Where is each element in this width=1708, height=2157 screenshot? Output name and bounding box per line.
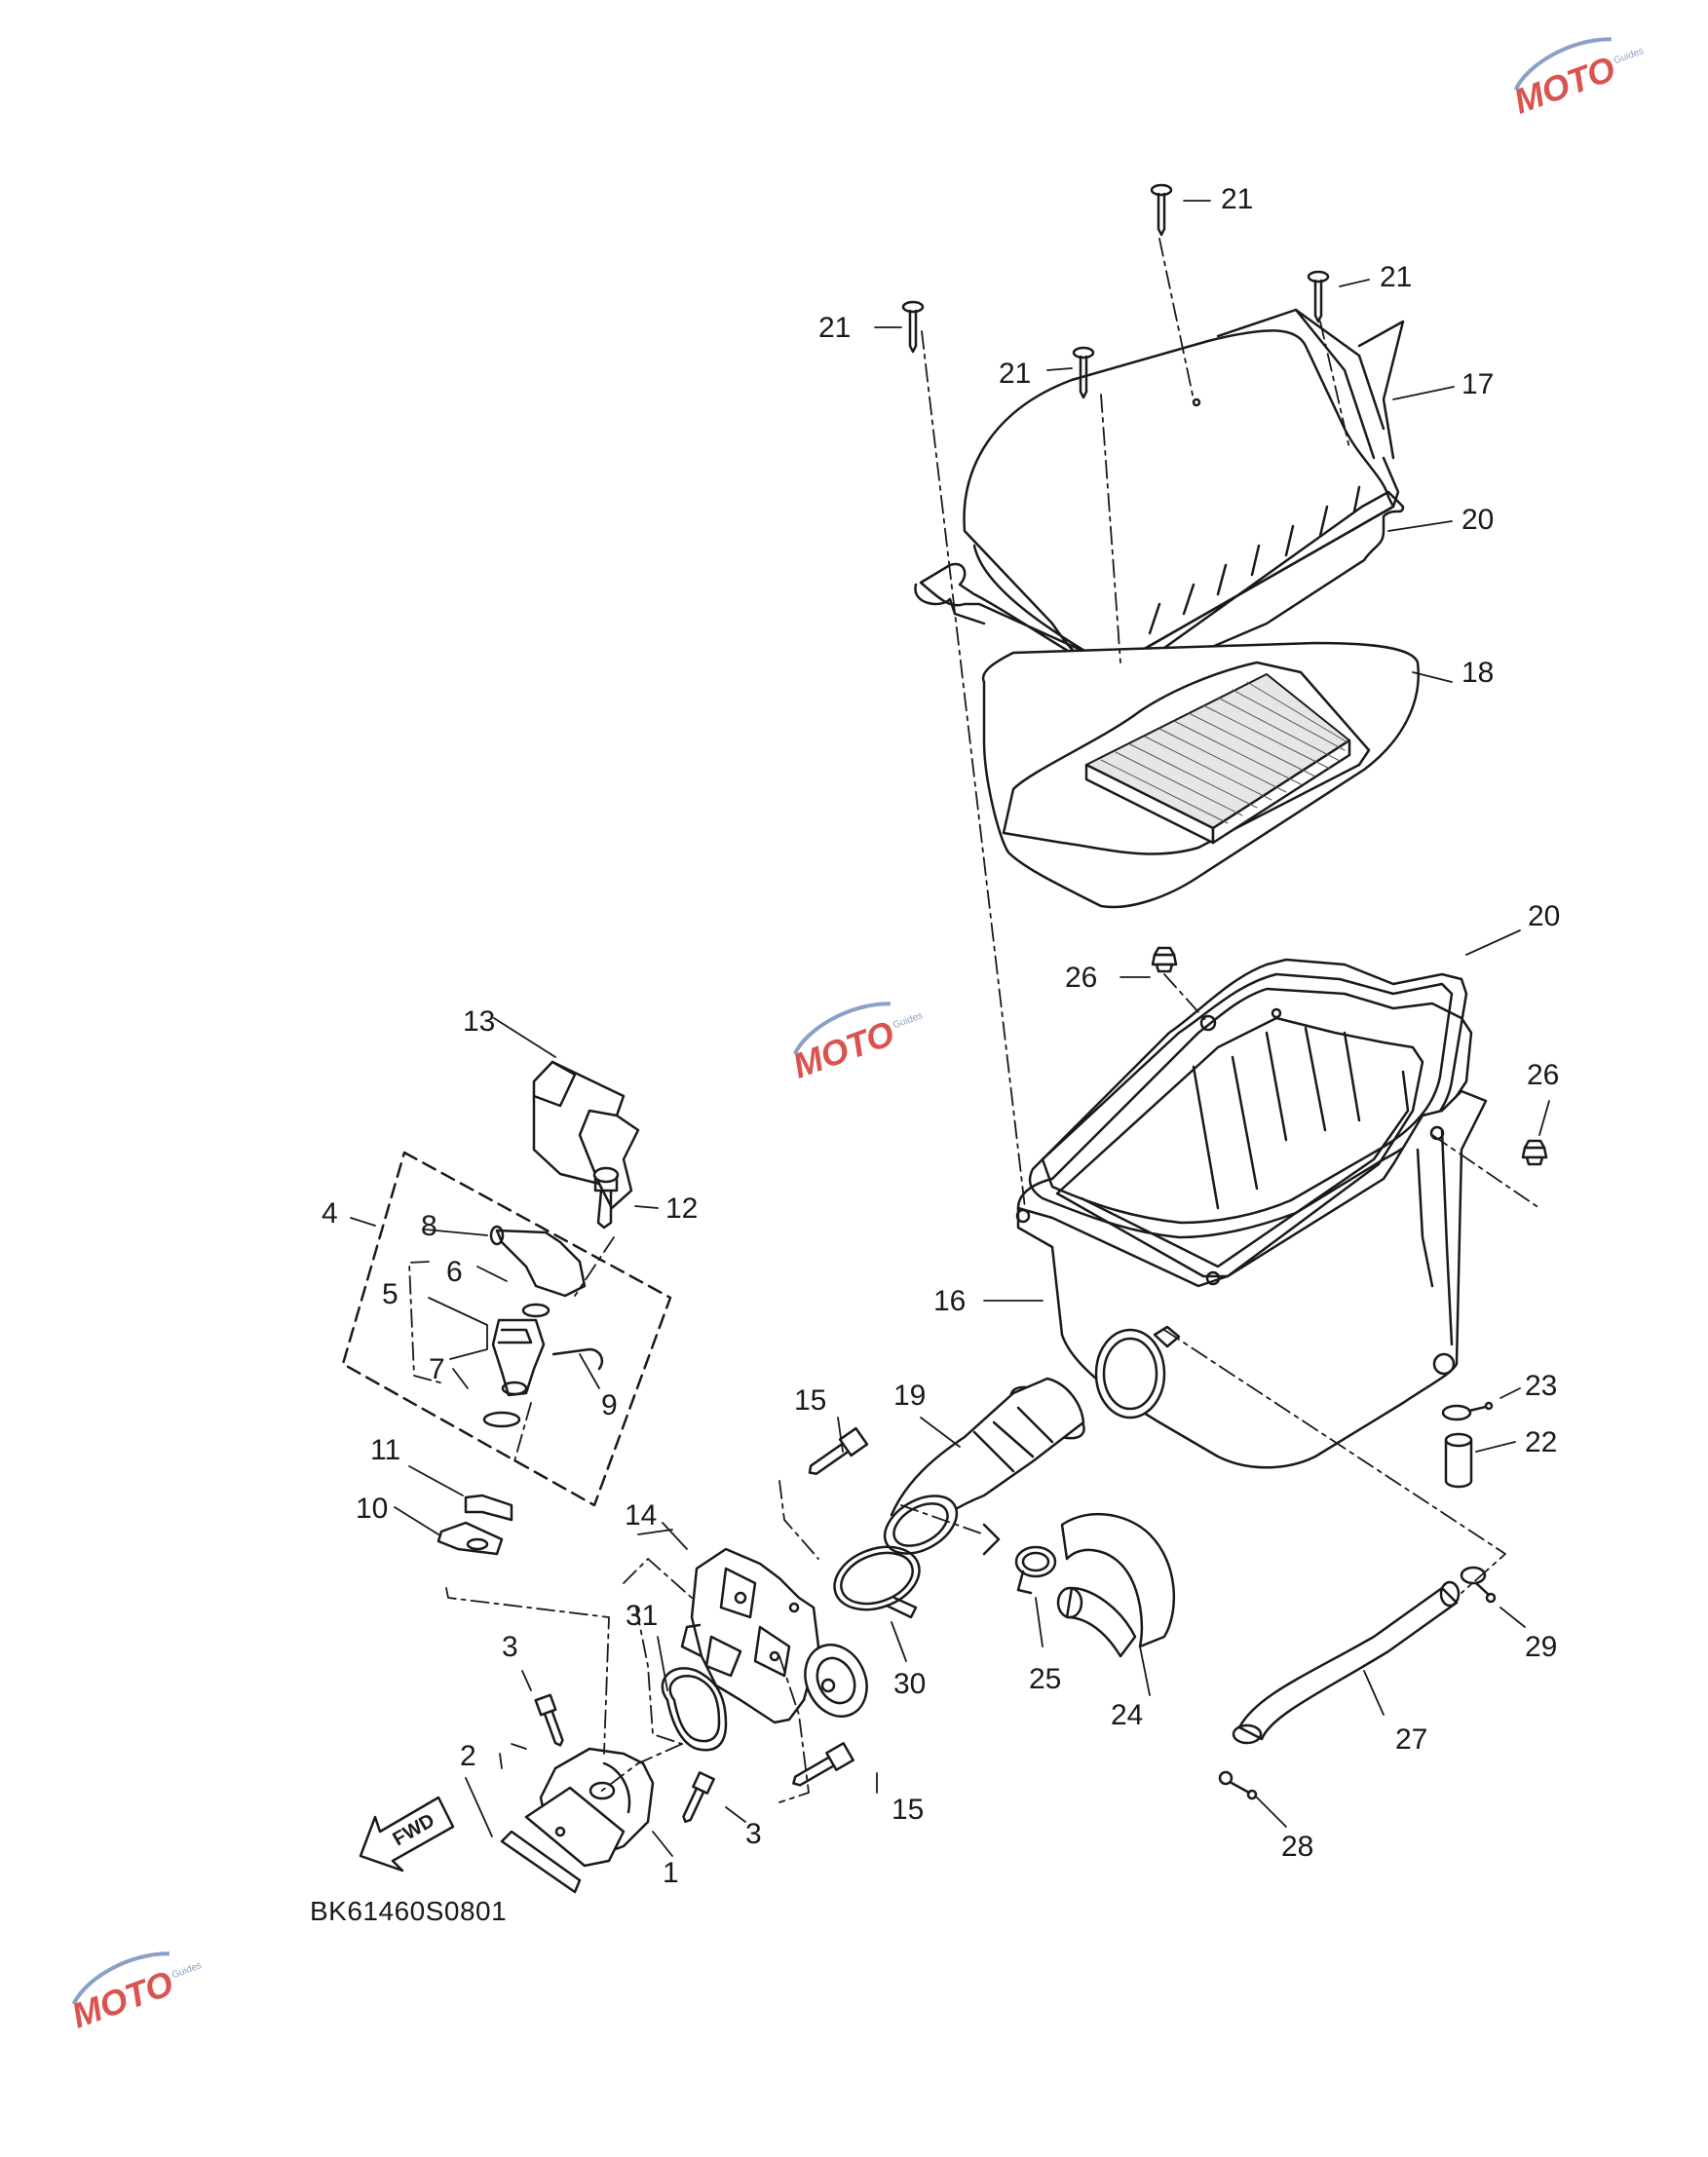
callout-2: 2 (460, 1740, 476, 1772)
part-1-intake-manifold (524, 1747, 655, 1868)
part-20-lower-gasket (1028, 958, 1468, 1239)
svg-text:MOTO: MOTO (66, 1962, 178, 2035)
part-5-injector (491, 1318, 546, 1397)
callout-10: 10 (356, 1493, 388, 1525)
part-7-seal (482, 1411, 521, 1428)
callout-30: 30 (893, 1668, 926, 1700)
part-27-hose (1232, 1580, 1461, 1745)
svg-text:MOTO: MOTO (1508, 48, 1620, 121)
callout-21c: 21 (818, 312, 851, 344)
part-2-gasket (500, 1830, 582, 1894)
part-16-airbox-case (1015, 987, 1488, 1469)
part-31-o-ring (661, 1667, 728, 1752)
callout-26b: 26 (1527, 1059, 1559, 1091)
callout-16: 16 (933, 1285, 966, 1317)
callout-3a: 3 (502, 1631, 518, 1663)
callout-15b: 15 (892, 1794, 924, 1826)
watermark-bottom-left: MOTO Guides (66, 1951, 204, 2036)
part-3-bolts (534, 1693, 715, 1824)
part-25-clamp (1014, 1545, 1057, 1595)
part-14-throttle-body (680, 1547, 868, 1724)
callout-21d: 21 (999, 358, 1031, 390)
callout-19: 19 (893, 1380, 926, 1412)
watermark-middle: MOTO Guides (787, 1002, 925, 1086)
callout-27: 27 (1395, 1723, 1427, 1756)
diagram-code: BK61460S0801 (310, 1896, 508, 1926)
part-10-holder (436, 1521, 504, 1556)
part-9-clip (551, 1347, 604, 1371)
part-20-upper-gasket (919, 490, 1405, 684)
callout-24: 24 (1111, 1699, 1143, 1731)
callout-15a: 15 (794, 1384, 826, 1417)
part-12-bolt (592, 1166, 620, 1230)
part-30-clamp (833, 1545, 921, 1619)
callout-25: 25 (1029, 1663, 1061, 1695)
callout-31: 31 (626, 1600, 658, 1632)
callout-20a: 20 (1461, 504, 1494, 536)
callout-8: 8 (421, 1210, 437, 1242)
watermark-top-right: MOTO Guides (1508, 37, 1646, 122)
callout-22: 22 (1525, 1426, 1557, 1458)
part-11-seal (464, 1494, 513, 1522)
part-28-clip (1218, 1770, 1258, 1800)
part-8-fuel-joint (489, 1225, 587, 1298)
callout-18: 18 (1461, 657, 1494, 689)
group-4-outline (341, 1151, 672, 1507)
callout-5: 5 (382, 1278, 399, 1310)
callout-17: 17 (1461, 368, 1494, 400)
callout-20b: 20 (1528, 900, 1560, 932)
callout-23: 23 (1525, 1370, 1557, 1402)
callout-26a: 26 (1065, 962, 1097, 994)
callout-9: 9 (601, 1389, 618, 1421)
part-21-screws (901, 183, 1330, 399)
svg-text:Guides: Guides (1613, 46, 1646, 66)
callout-4: 4 (322, 1197, 338, 1230)
callout-3b: 3 (745, 1818, 762, 1850)
callout-21b: 21 (1380, 261, 1412, 293)
part-23-clip (1441, 1401, 1494, 1421)
part-22-cap (1444, 1432, 1473, 1489)
part-26-bolts (1151, 946, 1548, 1166)
callout-21a: 21 (1221, 183, 1253, 215)
callout-7: 7 (429, 1353, 445, 1385)
fwd-arrow-icon (359, 1796, 455, 1873)
part-15-bolts (792, 1426, 869, 1787)
part-6-o-ring (521, 1303, 550, 1318)
callout-6: 6 (446, 1256, 463, 1288)
svg-text:Guides: Guides (892, 1010, 925, 1031)
callout-12: 12 (665, 1192, 698, 1225)
callout-29: 29 (1525, 1631, 1557, 1663)
part-13-cover (532, 1060, 640, 1210)
callout-1: 1 (663, 1857, 679, 1889)
callout-14: 14 (625, 1499, 657, 1532)
callout-28: 28 (1281, 1831, 1313, 1863)
callout-11: 11 (370, 1434, 400, 1466)
svg-text:MOTO: MOTO (787, 1012, 899, 1085)
part-29-clip (1460, 1566, 1497, 1604)
part-19-joint (883, 1377, 1085, 1556)
svg-text:Guides: Guides (171, 1960, 204, 1981)
callout-13: 13 (463, 1005, 495, 1038)
part-24-hose (1056, 1512, 1176, 1658)
part-18-air-filter (981, 641, 1420, 909)
